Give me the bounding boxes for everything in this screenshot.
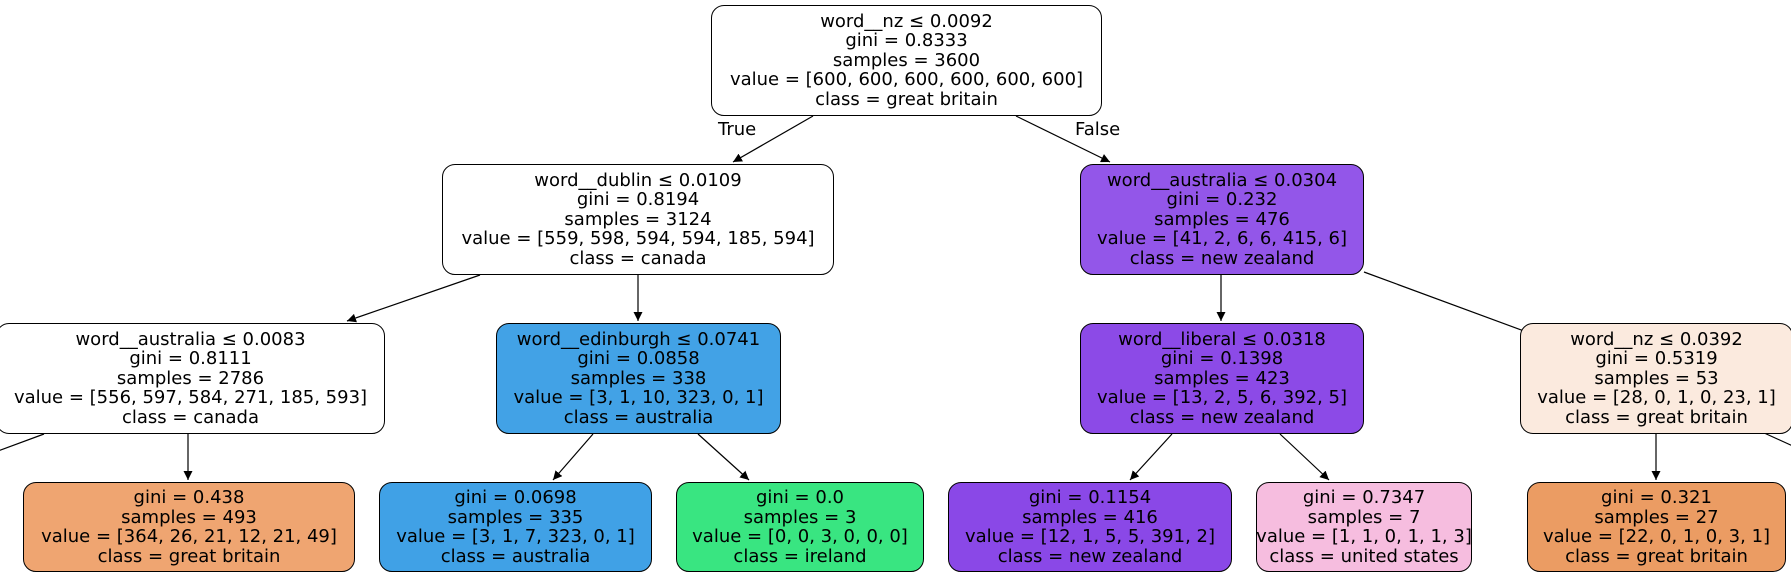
edge-n6-offscreen: [1761, 431, 1791, 446]
leaf-ireland-3: gini = 0.0 samples = 3 value = [0, 0, 3,…: [676, 482, 924, 572]
node-dublin-class: class = canada: [569, 247, 707, 269]
node-australia-0304-samples: samples = 476: [1154, 208, 1290, 230]
leaf-great-britain-493-samples: samples = 493: [121, 506, 257, 528]
leaf-united-states-7-samples: samples = 7: [1307, 506, 1421, 528]
node-australia-0083-value: value = [556, 597, 584, 271, 185, 593]: [13, 387, 368, 409]
node-nz-0392-samples: samples = 53: [1594, 367, 1719, 389]
leaf-australia-335-class: class = australia: [440, 545, 591, 567]
node-liberal-value: value = [13, 2, 5, 6, 392, 5]: [1096, 387, 1348, 409]
edge-n5-l5: [1279, 433, 1330, 481]
leaf-great-britain-493-gini: gini = 0.438: [133, 487, 245, 508]
node-root: word__nz ≤ 0.0092 gini = 0.8333 samples …: [711, 5, 1102, 116]
node-australia-0304-value: value = [41, 2, 6, 6, 415, 6]: [1096, 228, 1348, 250]
node-australia-0304: word__australia ≤ 0.0304 gini = 0.232 sa…: [1080, 164, 1364, 275]
node-liberal-samples: samples = 423: [1154, 367, 1290, 389]
node-liberal-class: class = new zealand: [1129, 406, 1315, 428]
edge-n1-n3: [346, 274, 481, 323]
leaf-ireland-3-samples: samples = 3: [743, 506, 857, 528]
leaf-australia-335: gini = 0.0698 samples = 335 value = [3, …: [379, 482, 652, 572]
node-liberal: word__liberal ≤ 0.0318 gini = 0.1398 sam…: [1080, 323, 1364, 434]
node-nz-0392: word__nz ≤ 0.0392 gini = 0.5319 samples …: [1520, 323, 1791, 434]
node-australia-0083-split: word__australia ≤ 0.0083: [75, 328, 306, 350]
node-australia-0304-gini: gini = 0.232: [1166, 189, 1278, 211]
leaf-united-states-7: gini = 0.7347 samples = 7 value = [1, 1,…: [1256, 482, 1472, 572]
node-dublin: word__dublin ≤ 0.0109 gini = 0.8194 samp…: [442, 164, 834, 275]
leaf-great-britain-27-samples: samples = 27: [1594, 506, 1719, 528]
leaf-united-states-7-class: class = united states: [1269, 545, 1459, 567]
node-root-split: word__nz ≤ 0.0092: [820, 10, 993, 32]
leaf-great-britain-27-class: class = great britain: [1565, 545, 1748, 567]
node-dublin-samples: samples = 3124: [564, 208, 712, 230]
node-australia-0083-class: class = canada: [121, 406, 260, 428]
leaf-united-states-7-value: value = [1, 1, 0, 1, 1, 3]: [1256, 526, 1472, 547]
node-dublin-gini: gini = 0.8194: [576, 189, 700, 211]
leaf-new-zealand-416-samples: samples = 416: [1022, 506, 1158, 528]
leaf-new-zealand-416: gini = 0.1154 samples = 416 value = [12,…: [948, 482, 1232, 572]
node-liberal-split: word__liberal ≤ 0.0318: [1118, 328, 1326, 350]
leaf-new-zealand-416-value: value = [12, 1, 5, 5, 391, 2]: [964, 526, 1216, 547]
node-dublin-value: value = [559, 598, 594, 594, 185, 594]: [461, 228, 815, 250]
node-edinburgh: word__edinburgh ≤ 0.0741 gini = 0.0858 s…: [496, 323, 781, 434]
leaf-ireland-3-gini: gini = 0.0: [756, 487, 844, 508]
node-nz-0392-value: value = [28, 0, 1, 0, 23, 1]: [1537, 387, 1776, 409]
node-australia-0304-split: word__australia ≤ 0.0304: [1106, 169, 1338, 191]
leaf-great-britain-27: gini = 0.321 samples = 27 value = [22, 0…: [1527, 482, 1786, 572]
leaf-ireland-3-class: class = ireland: [733, 545, 867, 567]
node-edinburgh-split: word__edinburgh ≤ 0.0741: [516, 328, 761, 350]
edge-label-true: True: [718, 119, 757, 140]
leaf-australia-335-samples: samples = 335: [447, 506, 584, 528]
node-edinburgh-value: value = [3, 1, 10, 323, 0, 1]: [513, 387, 764, 409]
node-root-value: value = [600, 600, 600, 600, 600, 600]: [729, 69, 1084, 91]
node-root-samples: samples = 3600: [832, 49, 981, 71]
node-australia-0083-gini: gini = 0.8111: [129, 348, 252, 370]
node-root-gini: gini = 0.8333: [845, 30, 968, 52]
leaf-ireland-3-value: value = [0, 0, 3, 0, 0, 0]: [692, 526, 908, 547]
leaf-australia-335-value: value = [3, 1, 7, 323, 0, 1]: [396, 526, 635, 547]
edge-n5-l4: [1129, 433, 1173, 481]
edge-n4-l2: [552, 433, 594, 481]
leaf-australia-335-gini: gini = 0.0698: [454, 487, 577, 508]
edge-n4-l3: [697, 433, 750, 481]
edge-n3-offscreen: [0, 433, 45, 451]
edge-root-n1: [732, 115, 814, 163]
node-nz-0392-class: class = great britain: [1565, 406, 1748, 428]
leaf-great-britain-27-value: value = [22, 0, 1, 0, 3, 1]: [1542, 526, 1771, 547]
edge-n2-n6: [1363, 271, 1533, 336]
edge-root-n2: [1015, 115, 1111, 163]
node-edinburgh-class: class = australia: [563, 406, 714, 428]
leaf-great-britain-493-class: class = great britain: [97, 545, 281, 567]
node-australia-0083-samples: samples = 2786: [116, 367, 265, 389]
leaf-great-britain-493: gini = 0.438 samples = 493 value = [364,…: [23, 482, 355, 572]
node-dublin-split: word__dublin ≤ 0.0109: [534, 169, 742, 191]
node-nz-0392-split: word__nz ≤ 0.0392: [1570, 328, 1743, 350]
edge-label-false: False: [1075, 119, 1121, 140]
node-nz-0392-gini: gini = 0.5319: [1595, 348, 1718, 370]
node-liberal-gini: gini = 0.1398: [1160, 348, 1284, 370]
node-australia-0304-class: class = new zealand: [1129, 247, 1315, 269]
leaf-new-zealand-416-gini: gini = 0.1154: [1028, 487, 1152, 508]
node-edinburgh-gini: gini = 0.0858: [577, 348, 700, 370]
leaf-great-britain-493-value: value = [364, 26, 21, 12, 21, 49]: [41, 526, 337, 547]
node-edinburgh-samples: samples = 338: [570, 367, 707, 389]
leaf-new-zealand-416-class: class = new zealand: [997, 545, 1183, 567]
leaf-great-britain-27-gini: gini = 0.321: [1601, 487, 1712, 508]
node-australia-0083: word__australia ≤ 0.0083 gini = 0.8111 s…: [0, 323, 385, 434]
leaf-united-states-7-gini: gini = 0.7347: [1302, 487, 1426, 508]
node-root-class: class = great britain: [815, 88, 998, 110]
